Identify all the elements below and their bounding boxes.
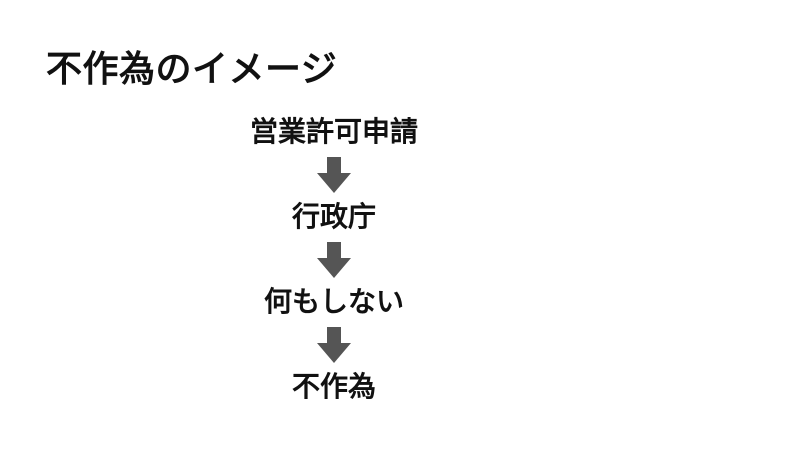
flow-step-inaction: 不作為 — [291, 370, 376, 403]
slide-title: 不作為のイメージ — [46, 49, 338, 90]
flow-step-application: 営業許可申請 — [249, 115, 418, 148]
flow-step-agency: 行政庁 — [291, 200, 376, 233]
down-arrow-icon — [316, 155, 352, 195]
down-arrow-icon — [316, 325, 352, 365]
flow-step-no-action: 何もしない — [263, 285, 404, 318]
down-arrow-icon — [316, 240, 352, 280]
process-flow: 営業許可申請 行政庁 何もしない 不作為 — [233, 110, 435, 409]
